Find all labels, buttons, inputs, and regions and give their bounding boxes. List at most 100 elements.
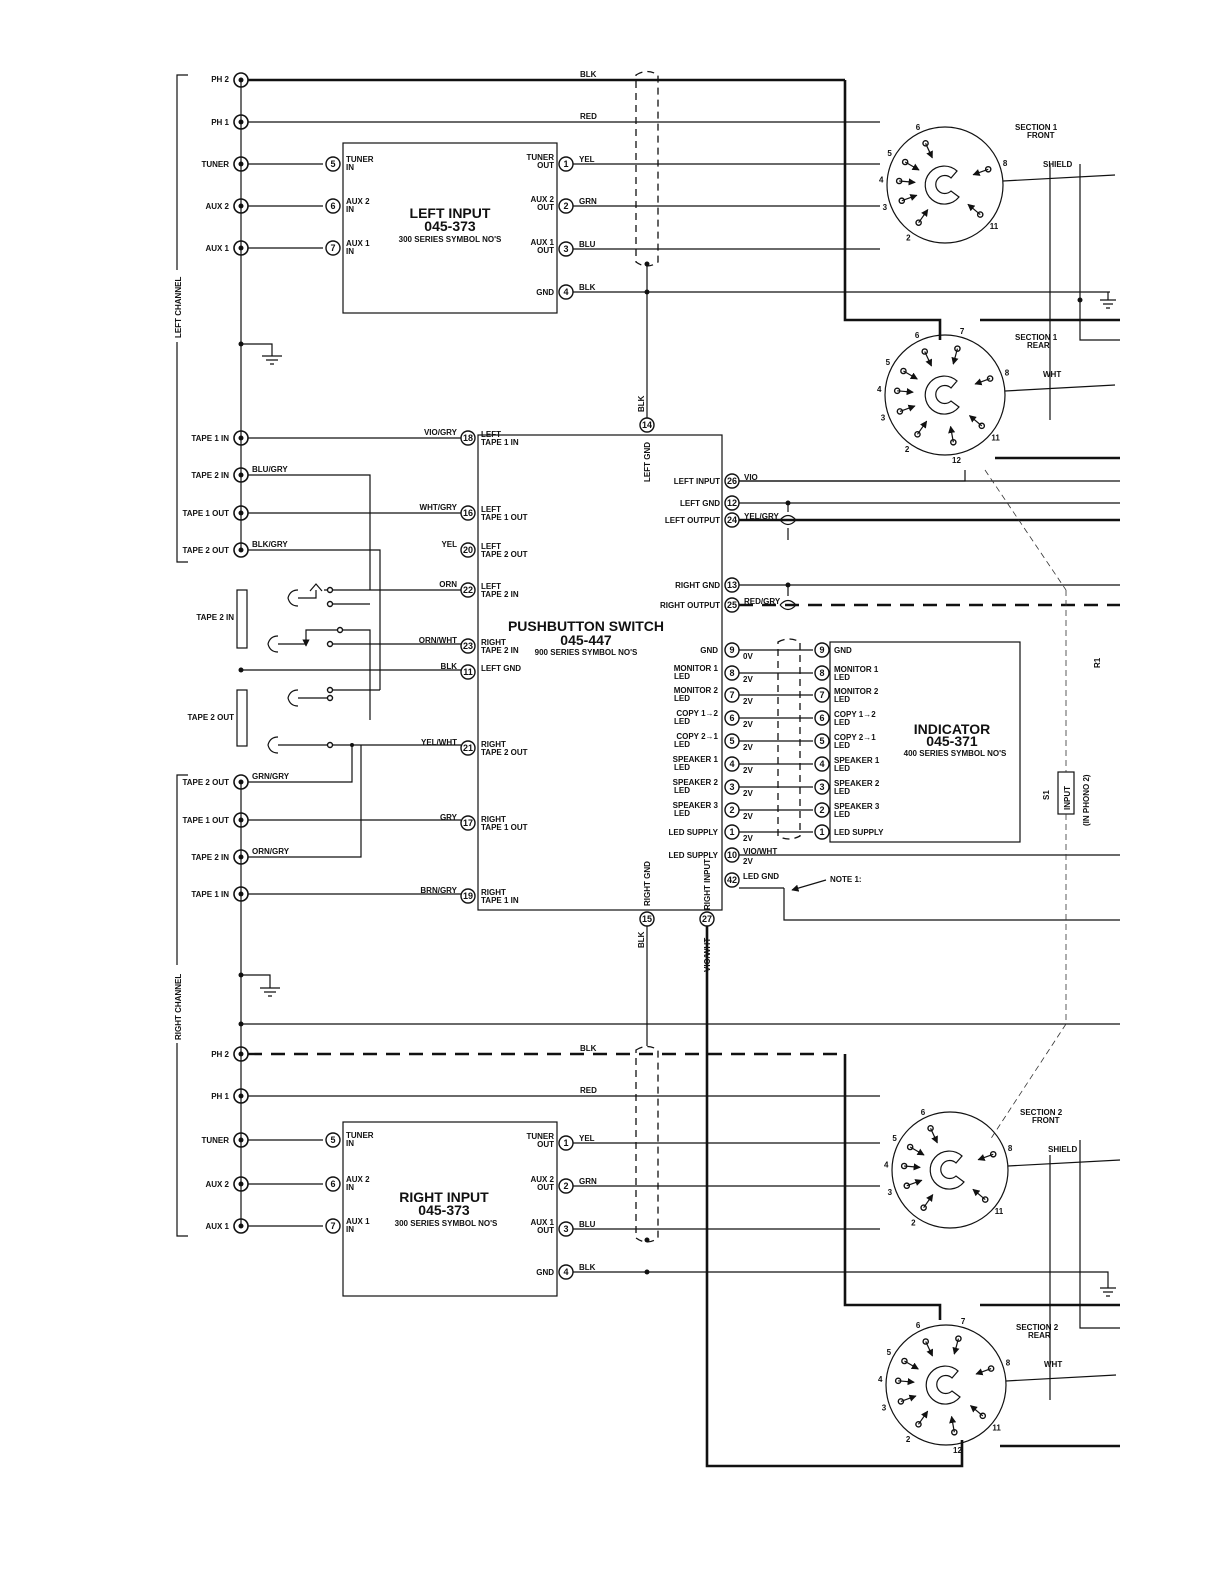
svg-text:3: 3 [563, 244, 568, 254]
pin-circle [814, 665, 830, 681]
svg-text:GRN: GRN [579, 197, 597, 206]
pin-label: LEFT GND [680, 499, 720, 508]
pin-label: LED SUPPLY [834, 828, 884, 837]
svg-text:TUNER: TUNER [526, 1132, 554, 1141]
wire-label: WHT/GRY [420, 503, 458, 512]
left-tape-jacks: TAPE 1 IN TAPE 2 IN TAPE 1 OUT TAPE 2 OU… [182, 430, 249, 558]
module-note: 400 SERIES SYMBOL NO'S [904, 749, 1007, 758]
pin-label: LED [834, 764, 850, 773]
wire-label: ORN [439, 580, 457, 589]
pin-number: 6 [729, 713, 734, 723]
pin-circle [460, 815, 476, 831]
pin-label: LEFT [481, 505, 501, 514]
svg-text:BLK: BLK [579, 283, 596, 292]
wafer-pin-label: 11 [992, 1423, 1001, 1432]
pin-label: TAPE 2 OUT [481, 748, 528, 757]
svg-text:ORN/GRY: ORN/GRY [252, 847, 290, 856]
svg-text:7: 7 [330, 1221, 335, 1231]
pin-label: TAPE 2 OUT [481, 550, 528, 559]
svg-text:BLK: BLK [637, 931, 646, 948]
svg-text:TAPE 2 OUT: TAPE 2 OUT [187, 713, 234, 722]
left-input-module: LEFT INPUT 045-373 300 SERIES SYMBOL NO'… [325, 142, 574, 314]
svg-text:VIO/WHT: VIO/WHT [703, 938, 712, 972]
svg-text:OUT: OUT [537, 246, 554, 255]
pin-number: 16 [463, 508, 473, 518]
jack-label: TAPE 1 OUT [182, 509, 229, 518]
wire-label: YEL/WHT [421, 738, 457, 747]
svg-text:BLK: BLK [579, 1263, 596, 1272]
jack-label: AUX 1 [205, 244, 229, 253]
pin-number: 4 [819, 759, 824, 769]
pin-circle [814, 779, 830, 795]
wafer-pin-label: 4 [878, 1375, 883, 1384]
jack-label: TAPE 1 IN [191, 434, 229, 443]
pin-label: COPY 2→1 [676, 732, 718, 741]
wafer-pin-label: 6 [915, 331, 920, 340]
wafer-pin-label: 3 [883, 203, 888, 212]
pin-label: LEFT GND [481, 664, 521, 673]
jack-label: TAPE 1 IN [191, 890, 229, 899]
svg-text:OUT: OUT [537, 1140, 554, 1149]
pin-label: LEFT INPUT [674, 477, 720, 486]
pin-label: LED SUPPLY [669, 851, 719, 860]
wafer-pin-label: 7 [960, 327, 965, 336]
wafer-wire: SHIELD [1043, 160, 1073, 169]
right-channel-label: RIGHT CHANNEL [174, 974, 183, 1040]
pin-label: SPEAKER 1 [673, 755, 719, 764]
svg-text:4: 4 [563, 1267, 568, 1277]
right-tape-jacks: TAPE 2 OUT TAPE 1 OUT TAPE 2 IN TAPE 1 I… [182, 774, 249, 902]
wire-label: YEL/GRY [744, 512, 779, 521]
pin-number: 9 [819, 645, 824, 655]
jack-label: TUNER [201, 1136, 229, 1145]
jack-label: AUX 1 [205, 1222, 229, 1231]
pin-number: 25 [727, 600, 737, 610]
pin-number: 2 [729, 805, 734, 815]
svg-text:TAPE 2 IN: TAPE 2 IN [196, 613, 234, 622]
svg-text:5: 5 [330, 1135, 335, 1145]
wafer-pin-label: 8 [1005, 368, 1010, 377]
wafer-pin-label: 5 [887, 149, 892, 158]
ground-icon [260, 987, 280, 997]
pin-number: 24 [727, 515, 737, 525]
svg-text:BLK/GRY: BLK/GRY [252, 540, 288, 549]
svg-text:AUX 1: AUX 1 [346, 1217, 370, 1226]
wafer-wire: WHT [1043, 370, 1061, 379]
module-note: 900 SERIES SYMBOL NO'S [535, 648, 638, 657]
svg-text:TUNER: TUNER [526, 153, 554, 162]
wafer-pin-label: 2 [906, 1435, 911, 1444]
pin-number: 20 [463, 545, 473, 555]
jack-label: PH 2 [211, 75, 229, 84]
pin-label: LED [674, 763, 690, 772]
svg-text:AUX 1: AUX 1 [346, 239, 370, 248]
pin-label: MONITOR 1 [674, 664, 719, 673]
pin-label: SPEAKER 1 [834, 756, 880, 765]
pin-circle [814, 642, 830, 658]
pin-number: 21 [463, 743, 473, 753]
pin-circle [460, 740, 476, 756]
voltage-label: 2V [743, 857, 753, 866]
wire-label: LED GND [743, 872, 779, 881]
pin-label: TAPE 2 IN [481, 590, 519, 599]
pin-circle [814, 733, 830, 749]
pin-label: SPEAKER 3 [673, 801, 719, 810]
wire-label: RED [580, 1086, 597, 1095]
svg-text:IN: IN [346, 163, 354, 172]
pin-number: 19 [463, 891, 473, 901]
pin-label: LED SUPPLY [669, 828, 719, 837]
pin-number: 6 [819, 713, 824, 723]
svg-text:AUX 1: AUX 1 [530, 1218, 554, 1227]
svg-text:BLK: BLK [637, 395, 646, 412]
wire-label: RED/GRY [744, 597, 781, 606]
svg-text:GRN: GRN [579, 1177, 597, 1186]
wafer-sub: FRONT [1032, 1116, 1060, 1125]
pin-number: 8 [729, 668, 734, 678]
pin-label: COPY 1→2 [834, 710, 876, 719]
module-title: LEFT INPUT [410, 205, 491, 221]
module-title: RIGHT INPUT [399, 1189, 489, 1205]
